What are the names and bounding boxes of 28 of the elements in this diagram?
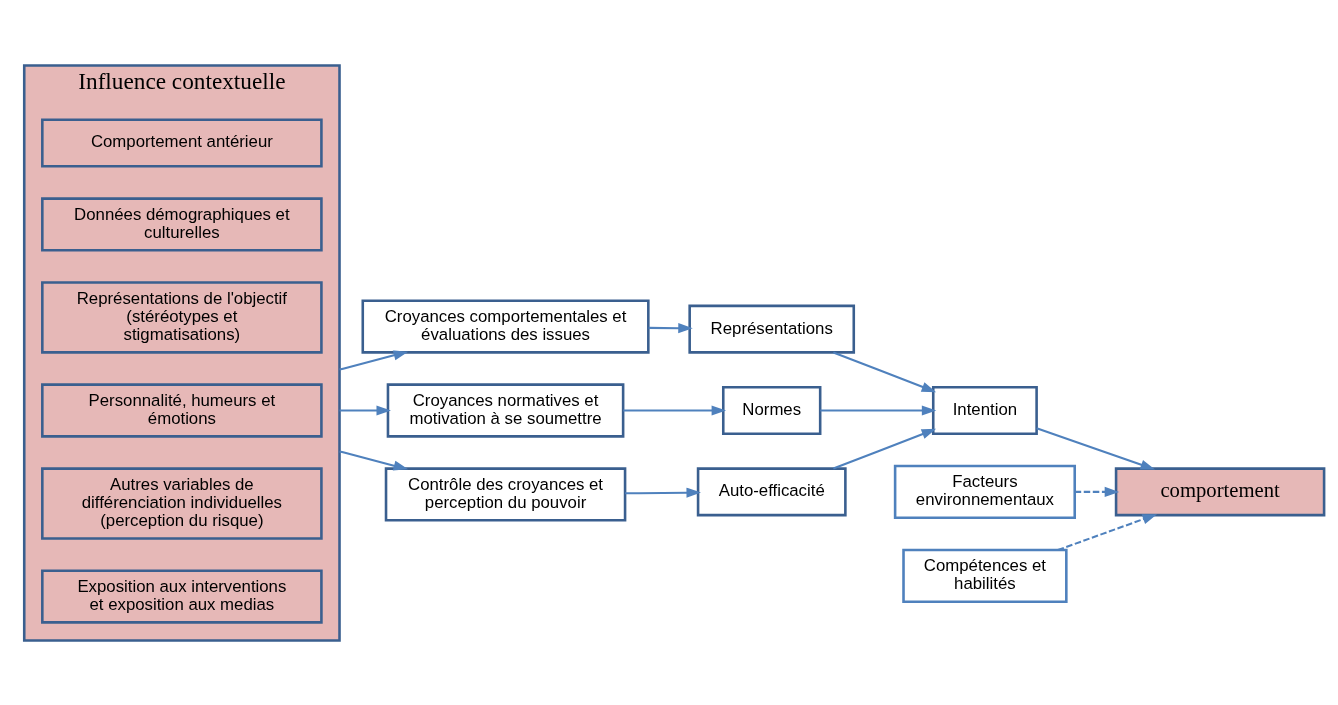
arrow [339, 449, 409, 471]
arrow [339, 404, 391, 416]
arrow [833, 350, 937, 392]
arrow [1057, 513, 1157, 551]
node-box: Auto-efficacité [696, 466, 847, 516]
node-box: Compétences et habilités [902, 548, 1068, 603]
arrow [339, 349, 409, 371]
node-box: Représentations de l'objectif (stéréotypes et stigmatisations) [41, 280, 323, 354]
node-box: Personnalité, humeurs et émotions [41, 382, 323, 438]
node-box: Représentations [688, 304, 856, 354]
node-box: comportement [1114, 466, 1326, 516]
node-box: Facteurs environnementaux [893, 464, 1076, 519]
arrow [833, 428, 937, 470]
arrow [648, 322, 693, 333]
node-box: Croyances comportementales et évaluations des issues [361, 298, 650, 354]
node-box: Normes [722, 385, 822, 435]
node-box: Comportement antérieur [41, 117, 323, 168]
node-box: Croyances normatives et motivation à se soumettre [386, 382, 625, 438]
node-box: Exposition aux interventions et exposition aux medias [41, 568, 323, 624]
arrow [1036, 426, 1156, 470]
arrow [623, 404, 727, 416]
arrow [820, 404, 937, 416]
arrow [625, 487, 701, 498]
node-box: Données démographiques et culturelles [41, 196, 323, 252]
arrow [1074, 486, 1120, 497]
node-box: Contrôle des croyances et perception du pouvoir [384, 466, 627, 522]
node-box: Autres variables de différenciation individuelles (perception du risque) [41, 466, 323, 540]
node-box: Intention [931, 385, 1038, 435]
